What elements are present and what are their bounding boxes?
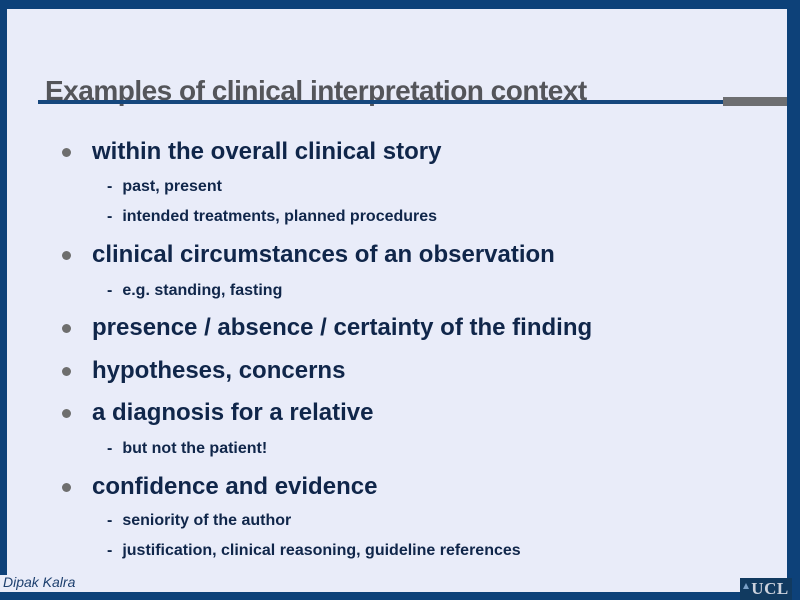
sub-bullet-item: - justification, clinical reasoning, gui… [107, 542, 521, 560]
slide-frame-right [787, 0, 800, 600]
slide-frame-left [0, 0, 7, 575]
bullet-dot-icon [62, 483, 71, 492]
bullet-text: within the overall clinical story [92, 138, 442, 165]
ucl-logo: UCL [740, 578, 792, 600]
bullet-text: presence / absence / certainty of the fi… [92, 314, 593, 341]
bullet-text: confidence and evidence [92, 473, 378, 500]
dash-marker-icon: - [107, 440, 113, 457]
dash-marker-icon: - [107, 208, 113, 225]
sub-bullet-text: justification, clinical reasoning, guide… [122, 542, 521, 559]
title-underline-accent-bar [723, 97, 787, 106]
sub-bullet-text: seniority of the author [122, 512, 292, 529]
bullet-item: hypotheses, concerns [62, 357, 345, 385]
dash-marker-icon: - [107, 282, 113, 299]
bullet-dot-icon [62, 367, 71, 376]
bullet-dot-icon [62, 324, 71, 333]
dash-marker-icon: - [107, 542, 113, 559]
ucl-logo-text: UCL [751, 579, 789, 598]
bullet-item: clinical circumstances of an observation [62, 241, 555, 269]
footer-author-name: Dipak Kalra [3, 574, 76, 590]
sub-bullet-item: - intended treatments, planned procedure… [107, 208, 437, 226]
sub-bullet-text: intended treatments, planned procedures [122, 208, 438, 225]
sub-bullet-text: e.g. standing, fasting [122, 282, 283, 299]
sub-bullet-text: but not the patient! [122, 440, 268, 457]
dash-marker-icon: - [107, 512, 113, 529]
slide-frame-bottom [0, 592, 800, 600]
bullet-item: a diagnosis for a relative [62, 399, 373, 427]
dash-marker-icon: - [107, 178, 113, 195]
bullet-item: confidence and evidence [62, 473, 377, 501]
sub-bullet-item: - seniority of the author [107, 512, 291, 530]
bullet-dot-icon [62, 148, 71, 157]
slide-frame-top [0, 0, 800, 9]
bullet-text: clinical circumstances of an observation [92, 241, 555, 268]
title-underline-rule [38, 100, 726, 104]
ucl-flame-icon [743, 583, 750, 589]
bullet-text: a diagnosis for a relative [92, 399, 374, 426]
sub-bullet-item: - past, present [107, 178, 222, 196]
bullet-dot-icon [62, 251, 71, 260]
bullet-text: hypotheses, concerns [92, 357, 346, 384]
sub-bullet-item: - but not the patient! [107, 440, 267, 458]
sub-bullet-text: past, present [122, 178, 222, 195]
bullet-item: within the overall clinical story [62, 138, 441, 166]
sub-bullet-item: - e.g. standing, fasting [107, 282, 282, 300]
bullet-dot-icon [62, 409, 71, 418]
bullet-item: presence / absence / certainty of the fi… [62, 314, 592, 342]
